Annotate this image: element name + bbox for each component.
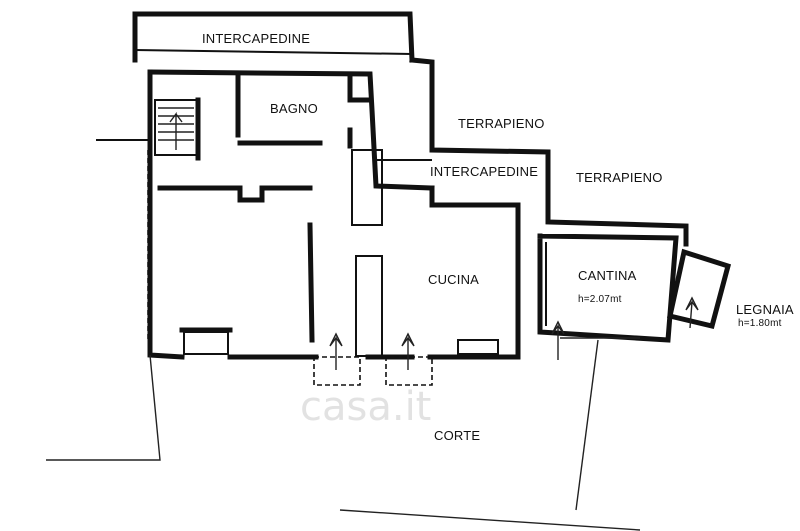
label-cucina: CUCINA	[428, 272, 480, 287]
interior-walls	[157, 149, 499, 357]
label-bagno: BAGNO	[270, 101, 318, 116]
corte-boundary	[46, 150, 641, 531]
intercapedine-top-strip	[132, 11, 415, 63]
label-legnaia-height: h=1.80mt	[738, 318, 782, 329]
label-terrapieno-1: TERRAPIENO	[458, 116, 545, 131]
watermark: casa.it	[300, 384, 432, 430]
intercapedine-mid-walls	[375, 57, 689, 247]
bagno-walls	[235, 73, 373, 149]
cantina-walls	[537, 233, 679, 343]
label-corte: CORTE	[434, 428, 481, 443]
label-cantina-height: h=2.07mt	[578, 294, 622, 305]
label-terrapieno-2: TERRAPIENO	[576, 170, 663, 185]
house-outer-walls	[147, 69, 521, 360]
label-legnaia: LEGNAIA	[736, 302, 794, 317]
legnaia-walls	[667, 248, 732, 329]
label-intercapedine-mid: INTERCAPEDINE	[430, 164, 539, 179]
staircase	[96, 97, 201, 161]
label-cantina: CANTINA	[578, 268, 637, 283]
label-intercapedine-top: INTERCAPEDINE	[202, 31, 311, 46]
entrance-arrows	[313, 296, 699, 386]
